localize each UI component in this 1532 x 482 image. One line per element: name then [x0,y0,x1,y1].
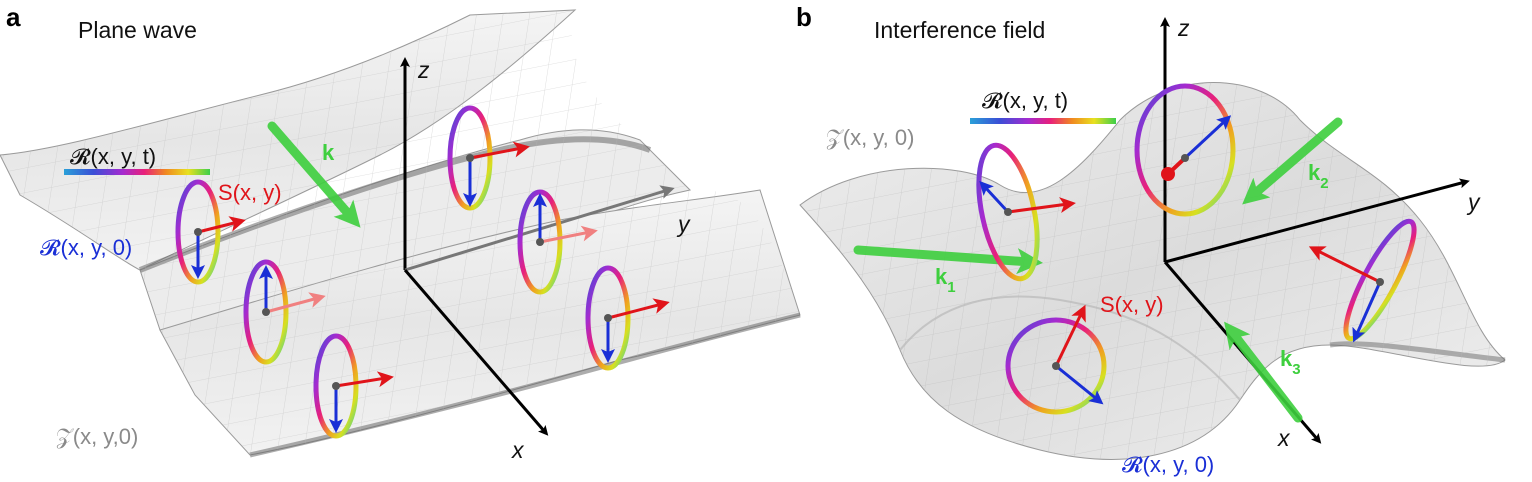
ring-a-5 [517,189,598,295]
spin-label-a: S(x, y) [218,180,282,205]
surface-label-a: 𝒵(x, y,0) [56,424,138,449]
y-axis-b [1164,178,1470,264]
z-axis-label-a: z [417,57,430,83]
k1-label: k1 [935,264,956,296]
k-vector-a [267,121,361,228]
k2-label: k2 [1308,160,1329,192]
ring-b-2 [1134,83,1236,217]
field-zero-label-b: 𝓡(x, y, 0) [1122,452,1214,477]
spin-label-b: S(x, y) [1100,292,1164,317]
ring-a-4 [447,105,530,211]
z-axis-label-b: z [1177,15,1190,41]
k1-vector [853,245,1043,275]
ring-a-3 [313,333,394,439]
ring-b-4 [1308,218,1417,343]
rotating-field-label-a: 𝓡(x, y, t) [70,144,156,169]
field-zero-label-a: 𝓡(x, y, 0) [40,235,132,260]
panel-title-b: Interference field [874,17,1045,43]
x-axis-label-a: x [511,437,525,463]
panel-letter-a: a [6,2,21,32]
panel-a: a Plane wave z y x k S(x, y) 𝓡(x, y, t) … [0,2,801,463]
axes-a [400,57,675,436]
ring-a-2 [243,259,326,365]
k-label-a: k [322,140,335,165]
k3-vector [1224,321,1303,423]
surface-label-b: 𝒵(x, y, 0) [826,125,914,150]
y-axis-label-a: y [676,211,691,237]
rainbow-bar-b [970,118,1116,124]
y-axis-label-b: y [1466,189,1481,215]
panel-title-a: Plane wave [78,17,197,43]
panel-b: b Interference field z y x k1 k2 k3 S(x,… [796,2,1506,477]
ring-b-3 [1005,304,1107,415]
k3-label: k3 [1280,346,1301,378]
panel-letter-b: b [796,2,812,32]
rotating-field-label-b: 𝓡(x, y, t) [982,88,1068,113]
k2-vector [1242,117,1343,205]
x-axis-label-b: x [1277,425,1291,451]
rainbow-bar-a [64,169,210,175]
ring-b-1 [976,142,1076,282]
surface-b [799,82,1506,460]
ring-a-6 [585,265,670,371]
y-axis-a [404,185,675,272]
ring-a-1 [175,179,246,285]
x-axis-a [403,269,549,436]
